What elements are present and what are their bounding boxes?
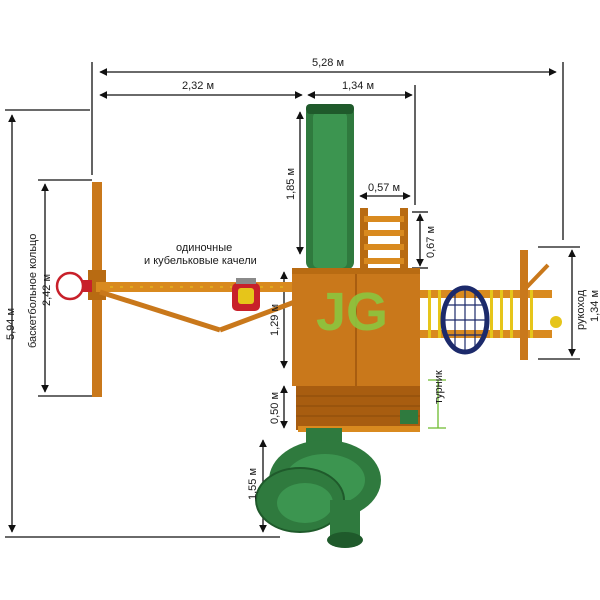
label-monkey-1: рукоход	[575, 289, 587, 330]
ladder	[360, 208, 408, 270]
climbing-net	[440, 285, 490, 355]
label-right-width: 1,34 м	[342, 80, 374, 92]
dimension-lines	[5, 62, 580, 538]
label-deck: 1,29 м	[269, 304, 281, 336]
logo: JG	[316, 282, 388, 342]
label-left-width: 2,32 м	[182, 80, 214, 92]
bucket-swing	[232, 278, 260, 311]
label-slide: 1,85 м	[285, 168, 297, 200]
label-tube: 1,55 м	[247, 468, 259, 500]
label-ladder-width: 0,57 м	[368, 182, 400, 194]
label-swing-2: и кубельковые качели	[144, 255, 257, 267]
play-tower	[292, 268, 420, 432]
label-swing-1: одиночные	[176, 242, 232, 254]
label-basket-2: 2,42 м	[41, 274, 53, 306]
label-ladder-height: 0,67 м	[425, 226, 437, 258]
dimension-labels: 5,28 м 2,32 м 1,34 м 0,57 м турник одино…	[144, 57, 445, 404]
label-monkey-2: 1,34 м	[589, 290, 600, 322]
vertical-labels: 1,85 м 0,67 м 5,94 м баскетбольное кольц…	[5, 168, 600, 500]
label-total-width: 5,28 м	[312, 57, 344, 69]
swing-beam	[88, 182, 301, 397]
monkey-bars	[420, 250, 562, 360]
label-chin-bar: турник	[433, 370, 445, 404]
label-basket-1: баскетбольное кольцо	[27, 234, 39, 348]
label-step: 0,50 м	[269, 392, 281, 424]
label-total-height: 5,94 м	[5, 308, 17, 340]
tube-slide	[255, 428, 381, 548]
straight-slide	[306, 104, 354, 270]
basketball-hoop	[55, 271, 92, 301]
